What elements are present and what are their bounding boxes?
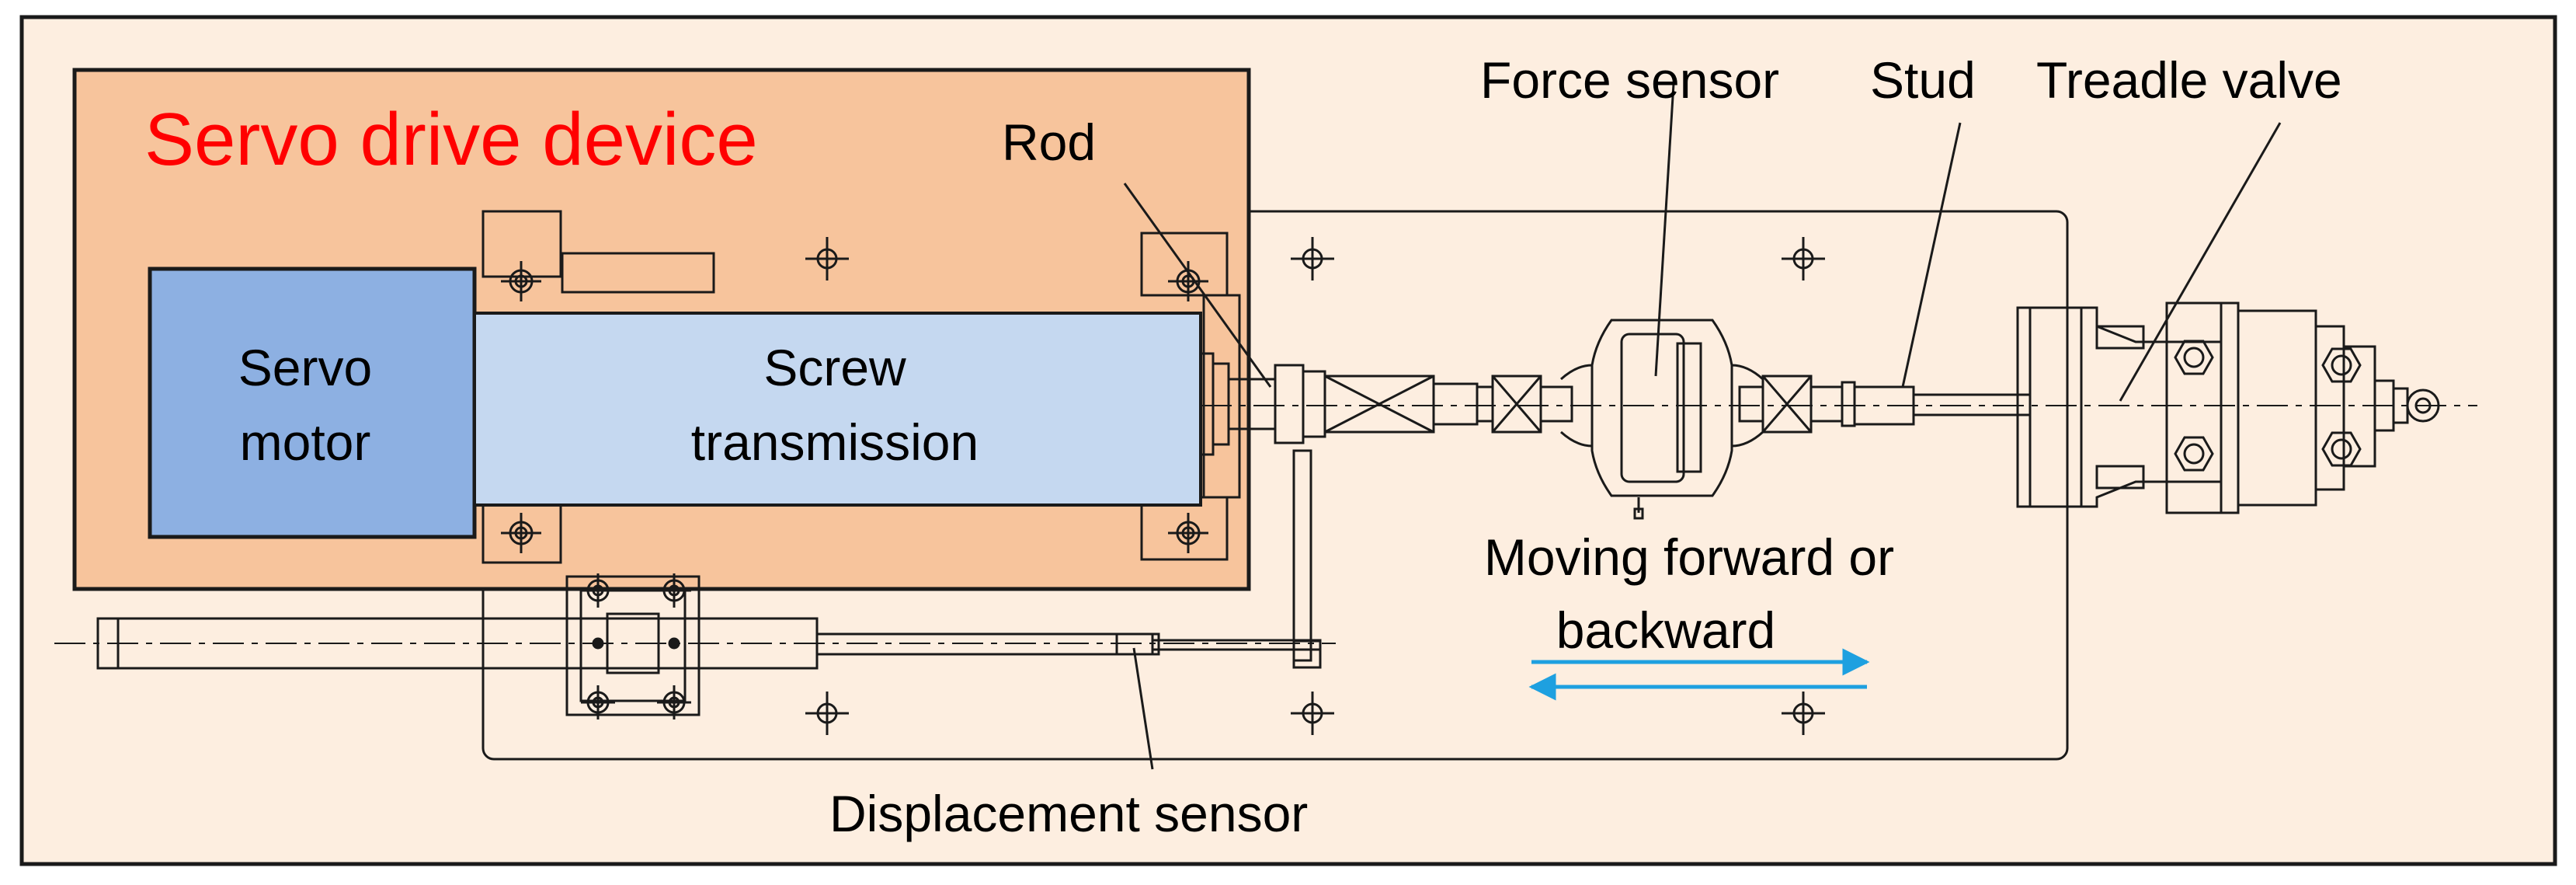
stud-label: Stud (1870, 51, 1976, 109)
moving-label-line1: Moving forward or (1484, 528, 1894, 586)
moving-label-line2: backward (1556, 601, 1775, 659)
plate-hole-marks (805, 237, 1825, 735)
displacement-sensor (54, 617, 1336, 670)
servo-motor-box (148, 267, 477, 539)
rod-label: Rod (1002, 113, 1096, 171)
displacement-sensor-label: Displacement sensor (829, 785, 1308, 842)
sensor-clamp (565, 575, 700, 716)
direction-arrows (1528, 648, 1870, 701)
screw-transmission-label-line2: transmission (691, 413, 979, 471)
servo-motor-label-line1: Servo (238, 339, 372, 396)
force-sensor-leader-line (1654, 83, 1675, 377)
valve-hex-nuts (2174, 340, 2362, 472)
screw-transmission-box (473, 312, 1202, 507)
servo-drive-device-label: Servo drive device (144, 98, 758, 181)
force-sensor-body (1559, 319, 1764, 520)
stud-leader-line (1901, 122, 1962, 388)
treadle-valve-label: Treadle valve (2036, 51, 2342, 109)
coupling-left (1476, 375, 1573, 434)
servo-motor-label-line2: motor (240, 413, 371, 471)
treadle-valve-leader-line (2119, 122, 2282, 402)
clamp-bolts (581, 573, 691, 719)
force-sensor-label: Force sensor (1480, 51, 1779, 109)
screw-transmission-label-line1: Screw (763, 339, 906, 396)
displacement-sensor-leader-line (1132, 647, 1154, 770)
bolt-marks (501, 261, 1208, 553)
leader-lines (1123, 83, 2282, 770)
treadle-valve-body (2016, 301, 2440, 514)
rod-leader-line (1123, 183, 1272, 388)
